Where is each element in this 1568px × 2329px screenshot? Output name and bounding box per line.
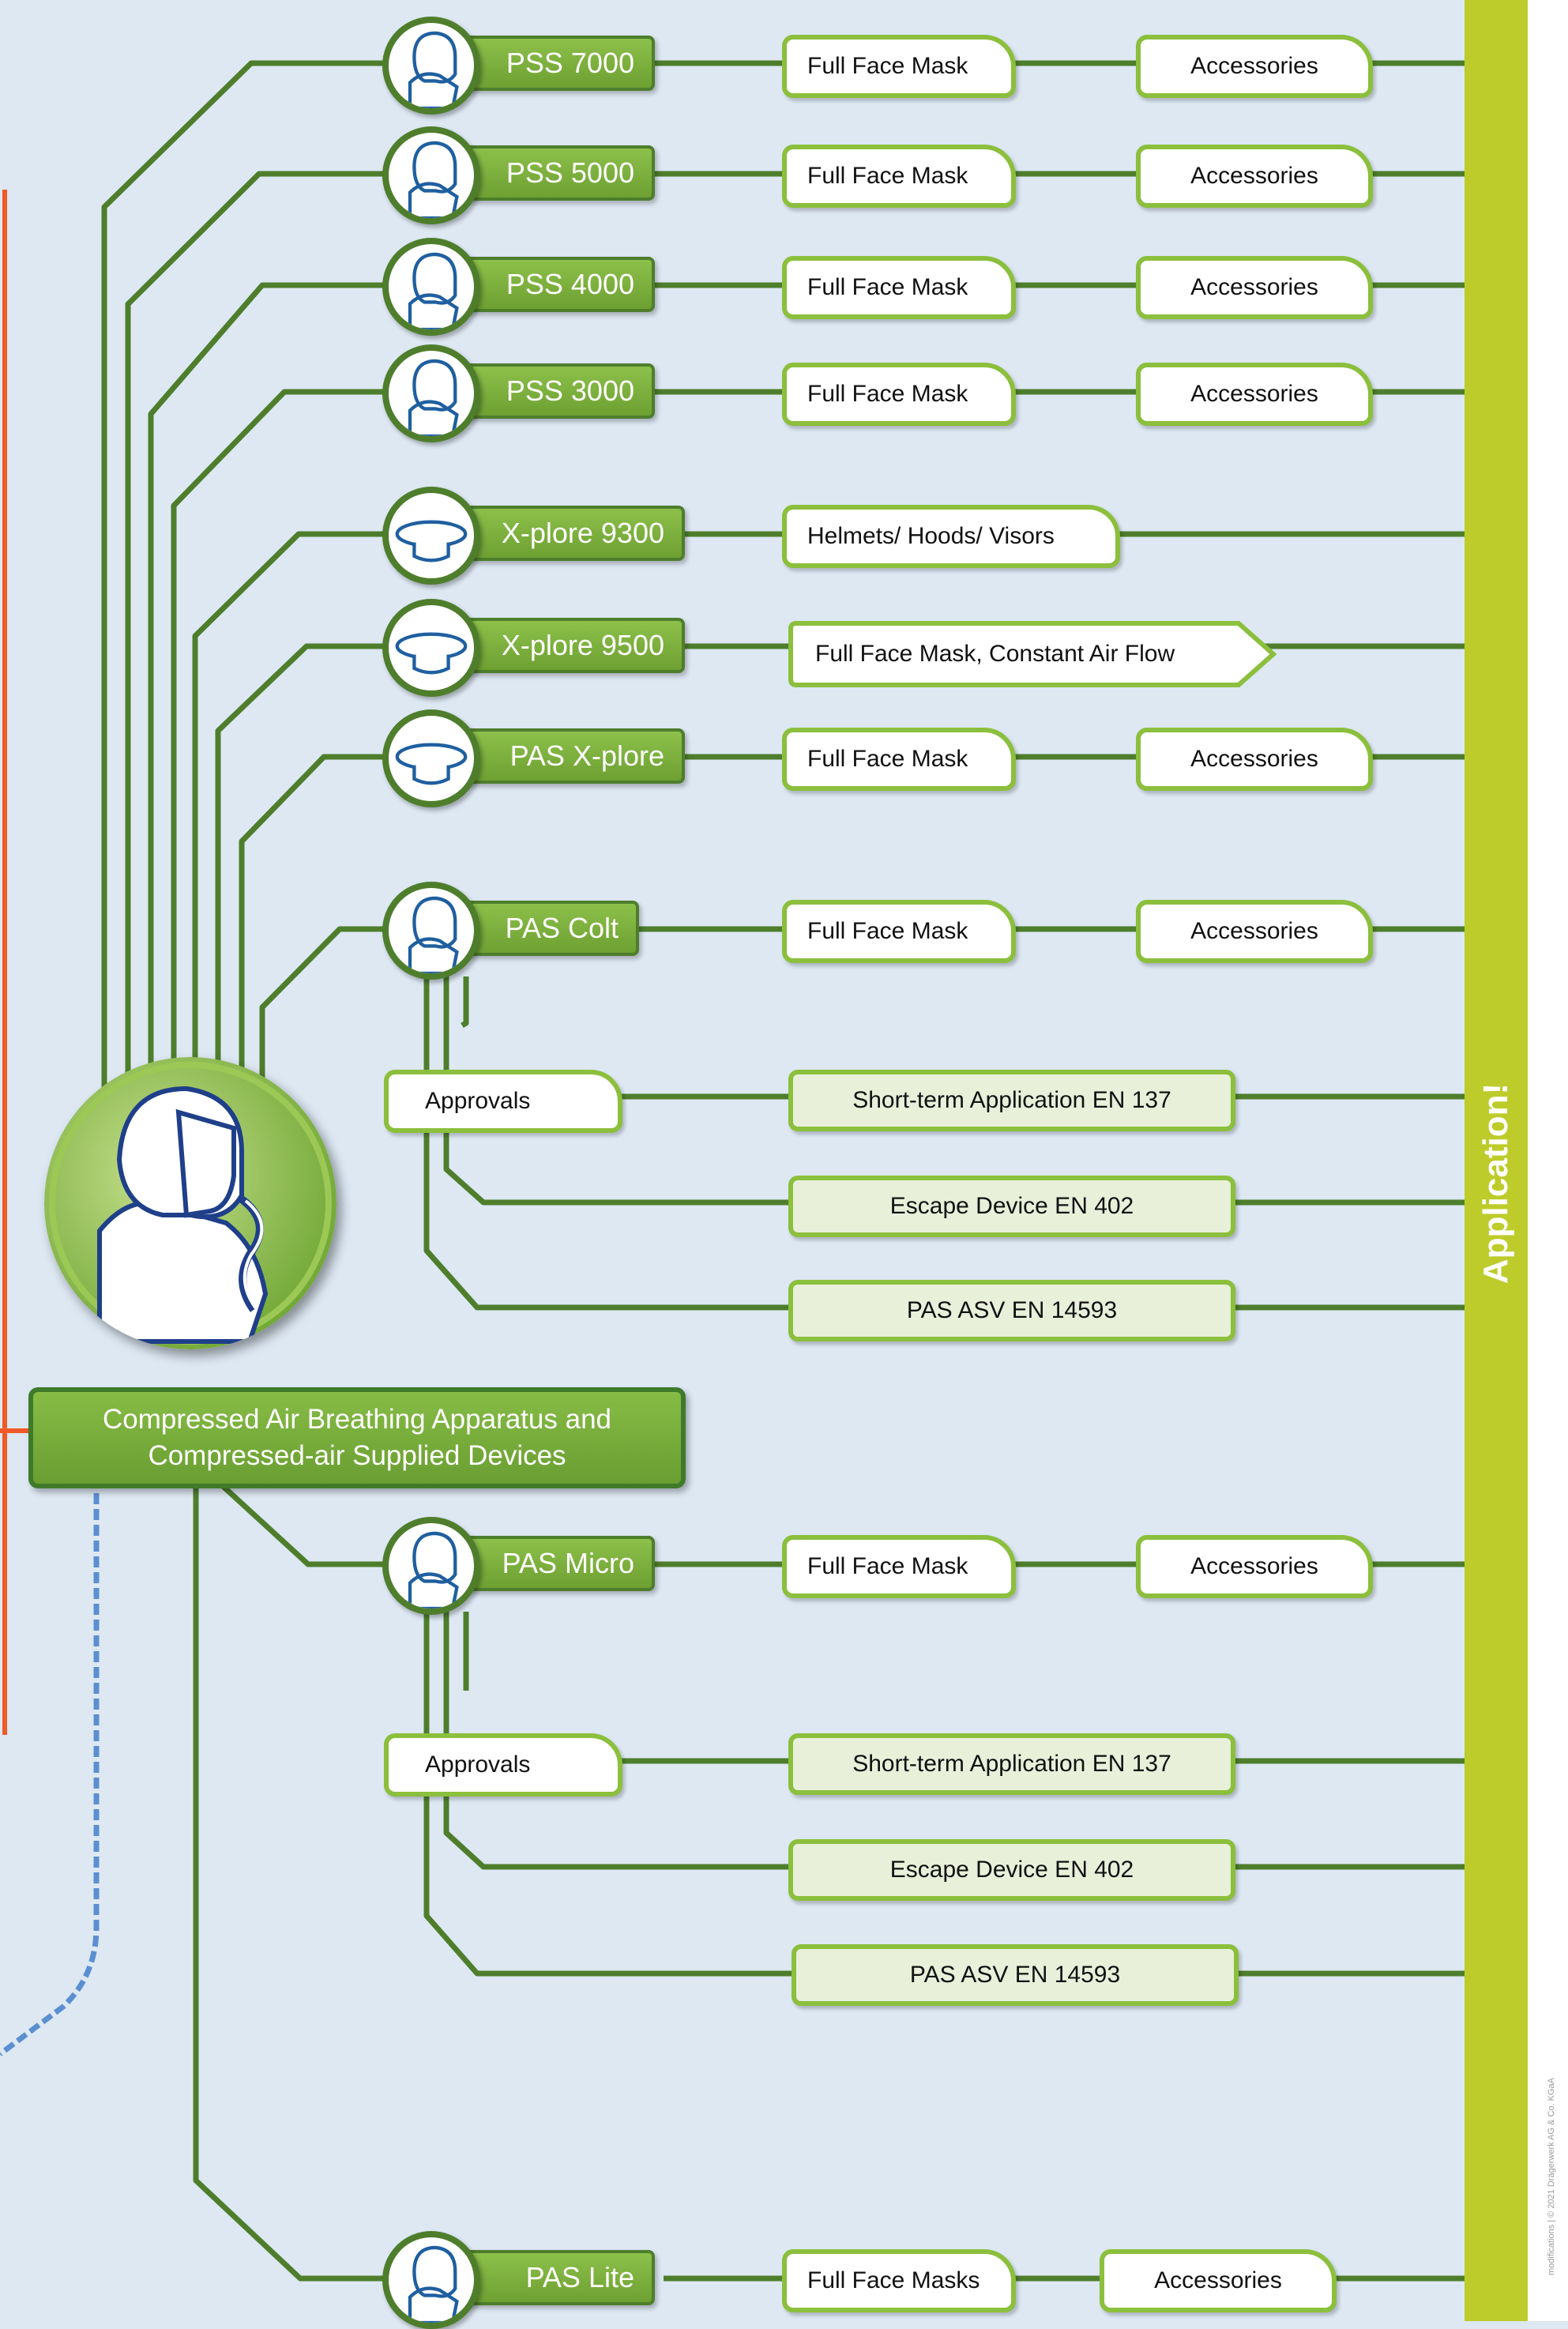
item-label: Full Face Masks	[807, 2267, 980, 2293]
product-label: PAS Lite	[525, 2261, 634, 2293]
left-blue-dashed-line	[0, 1493, 100, 2056]
full-face-mask-icon	[382, 17, 480, 115]
item-label: Full Face Mask	[807, 163, 968, 189]
item-label: Full Face Mask	[807, 746, 968, 772]
item-full-face-masks-paslite[interactable]: Full Face Masks	[782, 2249, 1016, 2312]
standard-en137-pascolt[interactable]: Short-term Application EN 137	[788, 1070, 1235, 1131]
item-label: Full Face Mask, Constant Air Flow	[815, 641, 1175, 667]
trunk-pss7000	[101, 60, 395, 1296]
right-margin	[1528, 0, 1568, 2321]
item-accessories-pss5000[interactable]: Accessories	[1136, 145, 1373, 208]
item-full-face-mask-pasmicro[interactable]: Full Face Mask	[782, 1535, 1016, 1598]
trunk-pss3000	[171, 389, 395, 1296]
item-label: Accessories	[1190, 1553, 1318, 1579]
item-accessories-pasmicro[interactable]: Accessories	[1136, 1535, 1373, 1598]
item-helmets-hoods-visors-xplore9300[interactable]: Helmets/ Hoods/ Visors	[782, 505, 1120, 568]
standard-label: PAS ASV EN 14593	[906, 1297, 1118, 1323]
product-label: PSS 7000	[506, 47, 634, 79]
item-label: Full Face Mask	[807, 381, 968, 407]
standard-en402-pascolt[interactable]: Escape Device EN 402	[788, 1176, 1235, 1237]
application-label: Application!	[1476, 1082, 1515, 1285]
item-accessories-pss7000[interactable]: Accessories	[1136, 35, 1373, 98]
standard-label: Escape Device EN 402	[889, 1857, 1134, 1883]
product-label: PAS X-plore	[510, 739, 664, 772]
approvals-label: Approvals	[425, 1751, 531, 1778]
standard-label: Short-term Application EN 137	[852, 1751, 1171, 1777]
item-label: Accessories	[1190, 381, 1318, 407]
item-label: Full Face Mask	[807, 918, 968, 944]
hood-icon	[382, 487, 480, 585]
trunk-xplore9300	[192, 531, 395, 1296]
approvals-label: Approvals	[425, 1088, 531, 1114]
hood-icon	[382, 709, 480, 807]
item-label: Accessories	[1190, 274, 1318, 300]
trunk-paslite	[193, 1477, 395, 2282]
standard-label: PAS ASV EN 14593	[909, 1962, 1121, 1988]
standard-label: Escape Device EN 402	[889, 1193, 1134, 1219]
item-full-face-mask-pss7000[interactable]: Full Face Mask	[782, 35, 1016, 98]
standard-label: Short-term Application EN 137	[852, 1087, 1171, 1113]
trunk-pasmicro	[211, 1475, 395, 1567]
item-label: Accessories	[1154, 2267, 1282, 2293]
product-label: X-plore 9300	[501, 517, 664, 549]
standard-en137-pasmicro[interactable]: Short-term Application EN 137	[788, 1733, 1235, 1795]
center-title: Compressed Air Breathing Apparatus and C…	[103, 1404, 611, 1471]
standard-en402-pasmicro[interactable]: Escape Device EN 402	[788, 1839, 1235, 1901]
item-accessories-pasxplore[interactable]: Accessories	[1136, 728, 1373, 791]
trunk-xplore9500	[215, 643, 395, 1296]
item-accessories-pss3000[interactable]: Accessories	[1136, 363, 1373, 426]
item-label: Accessories	[1190, 746, 1318, 772]
hub-person-icon	[44, 1057, 337, 1349]
item-full-face-mask-pss3000[interactable]: Full Face Mask	[782, 363, 1016, 426]
item-label: Full Face Mask	[807, 274, 968, 300]
trunk-pss4000	[148, 282, 395, 1296]
full-face-mask-icon	[382, 238, 480, 336]
item-label: Full Face Mask	[807, 53, 968, 79]
item-accessories-pascolt[interactable]: Accessories	[1136, 900, 1373, 963]
hood-icon	[382, 599, 480, 697]
item-label: Accessories	[1190, 53, 1318, 79]
item-label: Full Face Mask	[807, 1553, 968, 1579]
item-full-face-mask-pascolt[interactable]: Full Face Mask	[782, 900, 1016, 963]
product-label: PSS 4000	[506, 268, 634, 300]
product-label: PAS Colt	[505, 912, 619, 944]
center-title-box: Compressed Air Breathing Apparatus and C…	[28, 1387, 686, 1488]
item-label: Accessories	[1190, 918, 1318, 944]
standard-en14593-pasmicro[interactable]: PAS ASV EN 14593	[792, 1944, 1239, 2006]
item-full-face-mask-pasxplore[interactable]: Full Face Mask	[782, 728, 1016, 791]
product-label: X-plore 9500	[501, 629, 664, 661]
approvals-box-pasmicro[interactable]: Approvals	[384, 1733, 622, 1797]
full-face-mask-icon	[382, 1517, 480, 1615]
product-label: PSS 5000	[506, 156, 634, 189]
application-bar: Application!	[1465, 0, 1528, 2321]
item-full-face-mask-pss4000[interactable]: Full Face Mask	[782, 256, 1016, 319]
full-face-mask-icon	[382, 2231, 480, 2329]
approvals-box-pascolt[interactable]: Approvals	[384, 1070, 622, 1133]
item-label: Accessories	[1190, 163, 1318, 189]
item-accessories-pss4000[interactable]: Accessories	[1136, 256, 1373, 319]
full-face-mask-icon	[382, 344, 480, 442]
item-accessories-paslite[interactable]: Accessories	[1100, 2249, 1337, 2312]
item-full-face-mask-pss5000[interactable]: Full Face Mask	[782, 145, 1016, 208]
full-face-mask-icon	[382, 126, 480, 224]
trunk-pss5000	[125, 171, 395, 1296]
item-full-face-mask-constant-air-flow-xplore9500[interactable]: Full Face Mask, Constant Air Flow	[788, 621, 1278, 687]
copyright-text: modifications | © 2021 Drägerwerk AG & C…	[1547, 2077, 1556, 2275]
product-label: PAS Micro	[502, 1547, 634, 1579]
item-label: Helmets/ Hoods/ Visors	[807, 523, 1055, 549]
standard-en14593-pascolt[interactable]: PAS ASV EN 14593	[788, 1280, 1235, 1341]
full-face-mask-icon	[382, 882, 480, 980]
product-label: PSS 3000	[506, 374, 634, 407]
